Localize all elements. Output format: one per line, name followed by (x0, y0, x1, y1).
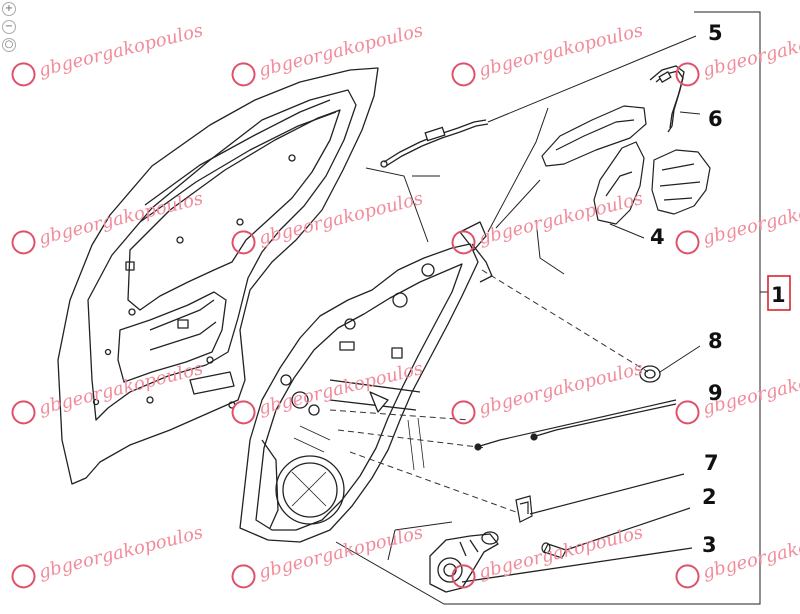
callout-2: 2 (702, 485, 717, 509)
watermark-text: gbgeorgakopoulos (37, 188, 206, 249)
part-handle-cable (649, 65, 685, 133)
watermark-logo-icon (231, 230, 256, 255)
zoom-out-icon[interactable]: − (2, 20, 16, 34)
watermark-10: gbgeorgakopoulos (451, 358, 646, 425)
watermark-text: gbgeorgakopoulos (477, 20, 646, 81)
watermark-text: gbgeorgakopoulos (477, 522, 646, 583)
watermark-logo-icon (231, 62, 256, 87)
watermark-text: gbgeorgakopoulos (257, 188, 426, 249)
callout-1: 1 (771, 283, 786, 307)
leader-lines (487, 35, 701, 373)
watermark-text: gbgeorgakopoulos (701, 188, 800, 249)
watermark-logo-icon (11, 400, 36, 425)
part-grommet (639, 365, 661, 383)
part-bolt (541, 507, 691, 559)
watermark-logo-icon (675, 564, 700, 589)
watermark-6: gbgeorgakopoulos (451, 188, 646, 255)
watermark-12: gbgeorgakopoulos (11, 522, 206, 589)
watermark-5: gbgeorgakopoulos (231, 188, 426, 255)
part-door-handle-set (541, 105, 711, 225)
watermark-logo-icon (11, 564, 36, 589)
watermark-logo-icon (231, 400, 256, 425)
callout-5: 5 (708, 21, 723, 45)
watermark-7: gbgeorgakopoulos (675, 188, 800, 255)
watermark-logo-icon (11, 62, 36, 87)
watermark-0: gbgeorgakopoulos (11, 20, 206, 87)
watermark-11: gbgeorgakopoulos (675, 358, 800, 425)
watermark-text: gbgeorgakopoulos (37, 358, 206, 419)
watermark-logo-icon (231, 564, 256, 589)
watermark-4: gbgeorgakopoulos (11, 188, 206, 255)
watermark-8: gbgeorgakopoulos (11, 358, 206, 425)
watermark-text: gbgeorgakopoulos (477, 188, 646, 249)
exploded-view-lines (335, 11, 768, 605)
window-regulator-panel (239, 221, 493, 543)
watermark-logo-icon (451, 564, 476, 589)
watermark-logo-icon (451, 62, 476, 87)
zoom-reset-icon[interactable]: ○ (2, 38, 16, 52)
callout-9: 9 (708, 381, 723, 405)
door-shell (57, 67, 379, 485)
watermark-text: gbgeorgakopoulos (37, 20, 206, 81)
watermark-logo-icon (451, 230, 476, 255)
callout-6: 6 (708, 107, 723, 131)
watermark-logo-icon (451, 400, 476, 425)
part-cable (380, 119, 489, 168)
part-window-motor (429, 531, 693, 593)
watermark-logo-icon (675, 400, 700, 425)
watermark-logo-icon (675, 62, 700, 87)
watermark-15: gbgeorgakopoulos (675, 522, 800, 589)
watermark-3: gbgeorgakopoulos (675, 20, 800, 87)
callout-1-box (767, 275, 791, 311)
dashed-guides (329, 269, 649, 513)
callout-7: 7 (704, 451, 719, 475)
callout-3: 3 (702, 533, 717, 557)
watermark-text: gbgeorgakopoulos (37, 522, 206, 583)
callout-8: 8 (708, 329, 723, 353)
callout-4: 4 (650, 225, 665, 249)
zoom-in-icon[interactable]: + (2, 2, 16, 16)
watermark-9: gbgeorgakopoulos (231, 358, 426, 425)
watermark-text: gbgeorgakopoulos (257, 358, 426, 419)
watermark-logo-icon (675, 230, 700, 255)
part-clip (515, 473, 685, 523)
watermark-text: gbgeorgakopoulos (257, 522, 426, 583)
watermark-2: gbgeorgakopoulos (451, 20, 646, 87)
part-screws (474, 399, 677, 451)
watermark-1: gbgeorgakopoulos (231, 20, 425, 87)
watermark-logo-icon (11, 230, 36, 255)
watermark-text: gbgeorgakopoulos (477, 358, 646, 419)
